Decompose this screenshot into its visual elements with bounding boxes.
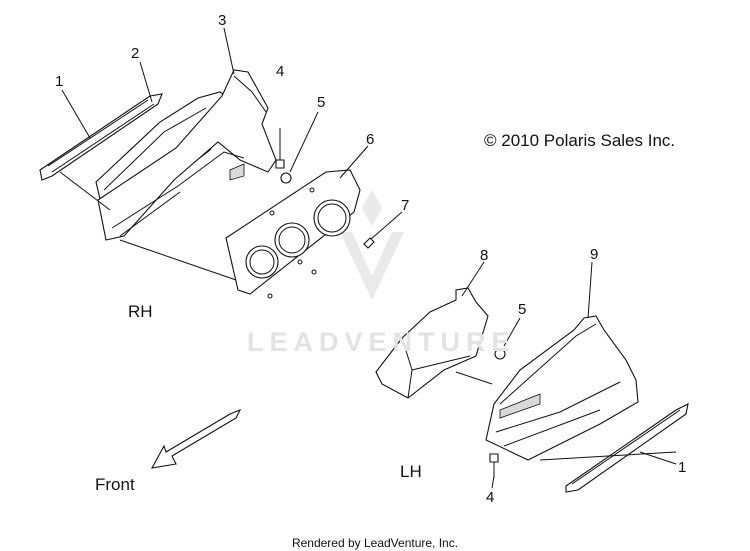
- label-lh: LH: [400, 462, 422, 481]
- footer-credit: Rendered by LeadVenture, Inc.: [291, 536, 459, 550]
- callout-5-bottom: 5: [518, 301, 527, 318]
- callout-2: 2: [131, 45, 140, 62]
- copyright-notice: © 2010 Polaris Sales Inc.: [484, 131, 676, 150]
- label-rh: RH: [128, 302, 153, 321]
- callout-1-bottom: 1: [678, 459, 687, 476]
- callout-5-top: 5: [317, 94, 326, 111]
- callout-4-bottom: 4: [486, 489, 495, 506]
- front-arrow-icon: [150, 408, 242, 469]
- callout-8: 8: [480, 247, 489, 264]
- part-cover-lh: [375, 287, 489, 399]
- callout-6: 6: [366, 131, 375, 148]
- leader-lines-rh: [59, 171, 237, 281]
- callout-1-top: 1: [55, 73, 64, 90]
- part-screw-top: [275, 128, 285, 169]
- callout-3: 3: [218, 12, 227, 29]
- leadventure-logo-watermark: [340, 190, 404, 300]
- part-screw-7: [363, 211, 403, 249]
- part-nut-top: [280, 111, 319, 184]
- part-trim-strip-lh: [565, 403, 689, 493]
- part-trim-strip-rh: [39, 93, 163, 181]
- callout-4-top: 4: [276, 63, 285, 80]
- part-nut-bottom: [494, 317, 521, 360]
- callout-9: 9: [590, 246, 599, 263]
- label-front: Front: [95, 475, 135, 494]
- part-gauge-panel: [225, 169, 361, 299]
- watermark-text: LEADVENTURE: [247, 327, 516, 357]
- callout-7: 7: [401, 197, 410, 214]
- part-screw-bottom: [489, 453, 499, 478]
- part-dash-housing-lh: [485, 315, 639, 461]
- callout-leaders: [61, 27, 677, 489]
- leader-lines-lh: [455, 371, 677, 461]
